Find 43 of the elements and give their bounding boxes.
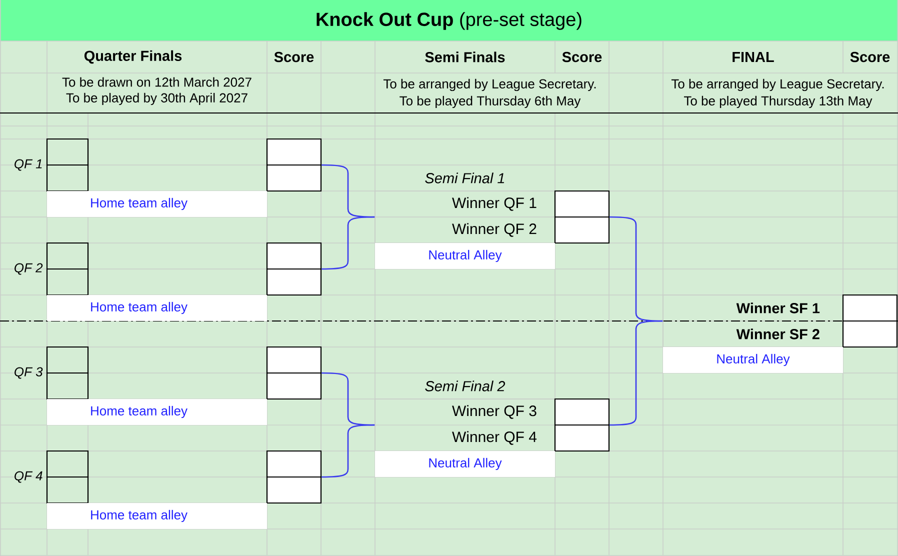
score-box — [554, 190, 610, 244]
venue-band: Home team alley — [47, 503, 267, 529]
column-heading: Semi Finals — [425, 52, 505, 62]
match-label: QF 4 — [14, 471, 42, 483]
score-box — [554, 398, 610, 452]
winner-cells: Winner SF 1 Winner SF 2 — [662, 294, 844, 348]
column-heading: FINAL — [732, 52, 774, 62]
schedule-note: To be played Thursday 6th May — [400, 96, 581, 108]
schedule-note: To be arranged by League Secretary. — [383, 78, 596, 92]
brace-connector — [610, 320, 663, 426]
score-box — [266, 450, 322, 504]
winner-cells: Winner QF 3 Winner QF 4 — [374, 398, 556, 452]
column-heading: Score — [562, 52, 602, 62]
schedule-note: To be arranged by League Secretary. — [671, 78, 884, 92]
schedule-note: To be played Thursday 13th May — [684, 96, 872, 108]
venue-band: Home team alley — [47, 191, 267, 217]
venue-band: Home team alley — [47, 399, 267, 425]
match-label: QF 2 — [14, 263, 43, 275]
title-banner: Knock Out Cup (pre-set stage) — [0, 0, 898, 41]
schedule-note: To be played by 30th April 2027 — [66, 92, 248, 106]
column-heading: Score — [850, 52, 890, 62]
venue-band: Neutral Alley — [375, 243, 555, 269]
brace-connector — [322, 216, 375, 270]
score-box — [842, 294, 898, 348]
score-box — [266, 138, 322, 192]
venue-band: Home team alley — [47, 295, 267, 321]
venue-band: Neutral Alley — [663, 347, 843, 373]
column-heading: Quarter Finals — [84, 50, 182, 64]
match-label: QF 1 — [14, 159, 42, 171]
match-heading: Semi Final 2 — [425, 380, 506, 392]
column-heading: Score — [274, 52, 314, 62]
team-box — [46, 138, 89, 192]
score-box — [266, 242, 322, 296]
winner-cells: Winner QF 1 Winner QF 2 — [374, 190, 556, 244]
venue-band: Neutral Alley — [375, 451, 555, 477]
match-heading: Semi Final 1 — [425, 172, 504, 184]
schedule-note: To be drawn on 12th March 2027 — [62, 77, 252, 87]
team-box — [46, 450, 89, 504]
team-box — [46, 242, 89, 296]
team-box — [46, 346, 89, 400]
brace-connector — [322, 424, 375, 478]
score-box — [266, 346, 322, 400]
match-label: QF 3 — [14, 367, 43, 379]
